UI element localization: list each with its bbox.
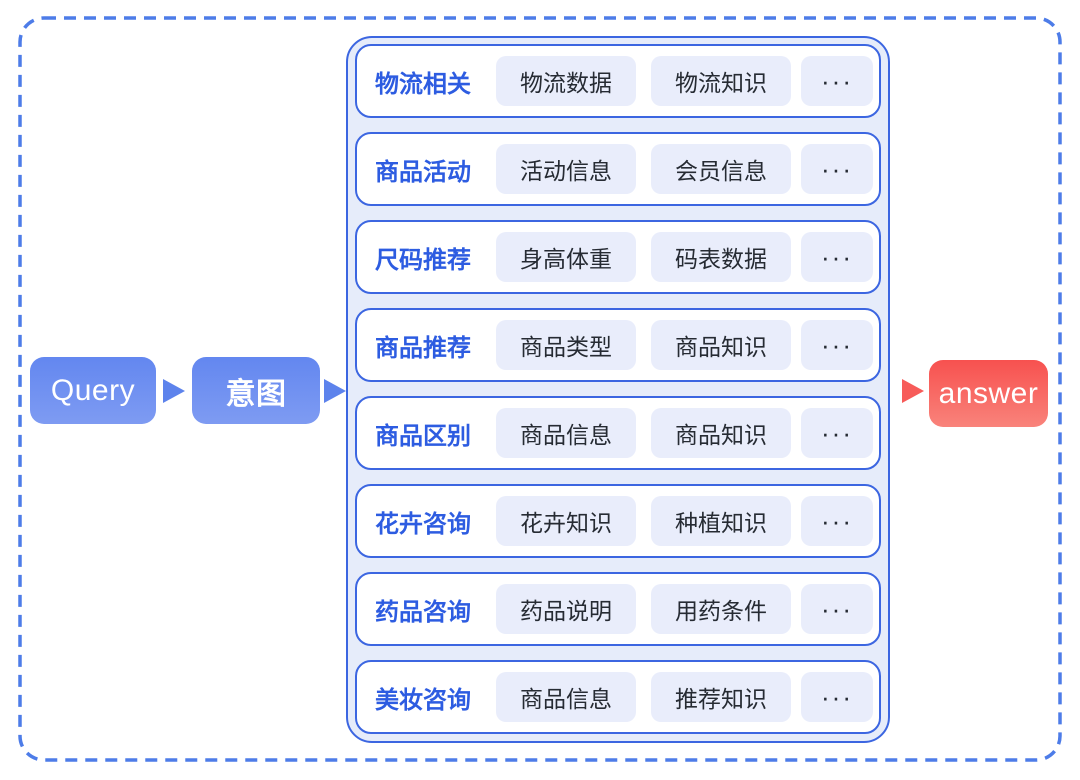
more-ellipsis-chip: ··· [801, 320, 873, 370]
intent-category-label: 美妆咨询 [375, 686, 471, 714]
knowledge-chip: 会员信息 [651, 144, 791, 194]
intent-row-logistics: 物流相关 物流数据 物流知识 ··· [355, 44, 881, 118]
intent-row-product-difference: 商品区别 商品信息 商品知识 ··· [355, 396, 881, 470]
intent-row-medicine-consult: 药品咨询 药品说明 用药条件 ··· [355, 572, 881, 646]
intent-category-label: 尺码推荐 [375, 246, 471, 274]
intent-row-product-activity: 商品活动 活动信息 会员信息 ··· [355, 132, 881, 206]
knowledge-chip: 码表数据 [651, 232, 791, 282]
knowledge-chip: 物流数据 [496, 56, 636, 106]
knowledge-chip: 推荐知识 [651, 672, 791, 722]
knowledge-chip: 商品知识 [651, 320, 791, 370]
intent-category-label: 商品推荐 [375, 334, 471, 362]
intent-row-size-recommend: 尺码推荐 身高体重 码表数据 ··· [355, 220, 881, 294]
intent-category-label: 商品区别 [375, 422, 471, 450]
intent-label: 意图 [225, 377, 287, 411]
knowledge-chip: 商品信息 [496, 672, 636, 722]
query-label: Query [50, 373, 136, 407]
intent-node: 意图 [192, 357, 320, 424]
intent-row-product-recommend: 商品推荐 商品类型 商品知识 ··· [355, 308, 881, 382]
more-ellipsis-chip: ··· [801, 144, 873, 194]
intent-row-beauty-consult: 美妆咨询 商品信息 推荐知识 ··· [355, 660, 881, 734]
knowledge-chip: 用药条件 [651, 584, 791, 634]
knowledge-chip: 商品类型 [496, 320, 636, 370]
arrow-right-icon [163, 379, 185, 403]
query-node: Query [30, 357, 156, 424]
knowledge-chip: 身高体重 [496, 232, 636, 282]
more-ellipsis-chip: ··· [801, 408, 873, 458]
more-ellipsis-chip: ··· [801, 672, 873, 722]
knowledge-chip: 花卉知识 [496, 496, 636, 546]
intent-category-label: 药品咨询 [375, 598, 471, 626]
knowledge-chip: 商品知识 [651, 408, 791, 458]
more-ellipsis-chip: ··· [801, 56, 873, 106]
more-ellipsis-chip: ··· [801, 584, 873, 634]
knowledge-chip: 物流知识 [651, 56, 791, 106]
intent-category-label: 花卉咨询 [375, 510, 471, 538]
intent-panel: 物流相关 物流数据 物流知识 ··· 商品活动 活动信息 会员信息 ··· 尺码… [346, 36, 890, 743]
intent-category-label: 物流相关 [375, 70, 471, 98]
knowledge-chip: 药品说明 [496, 584, 636, 634]
answer-node: answer [929, 360, 1048, 427]
knowledge-chip: 商品信息 [496, 408, 636, 458]
knowledge-chip: 种植知识 [651, 496, 791, 546]
answer-label: answer [938, 376, 1039, 410]
intent-category-label: 商品活动 [375, 158, 471, 186]
more-ellipsis-chip: ··· [801, 232, 873, 282]
arrow-right-icon [324, 379, 346, 403]
intent-row-flower-consult: 花卉咨询 花卉知识 种植知识 ··· [355, 484, 881, 558]
arrow-right-icon [902, 379, 924, 403]
more-ellipsis-chip: ··· [801, 496, 873, 546]
knowledge-chip: 活动信息 [496, 144, 636, 194]
